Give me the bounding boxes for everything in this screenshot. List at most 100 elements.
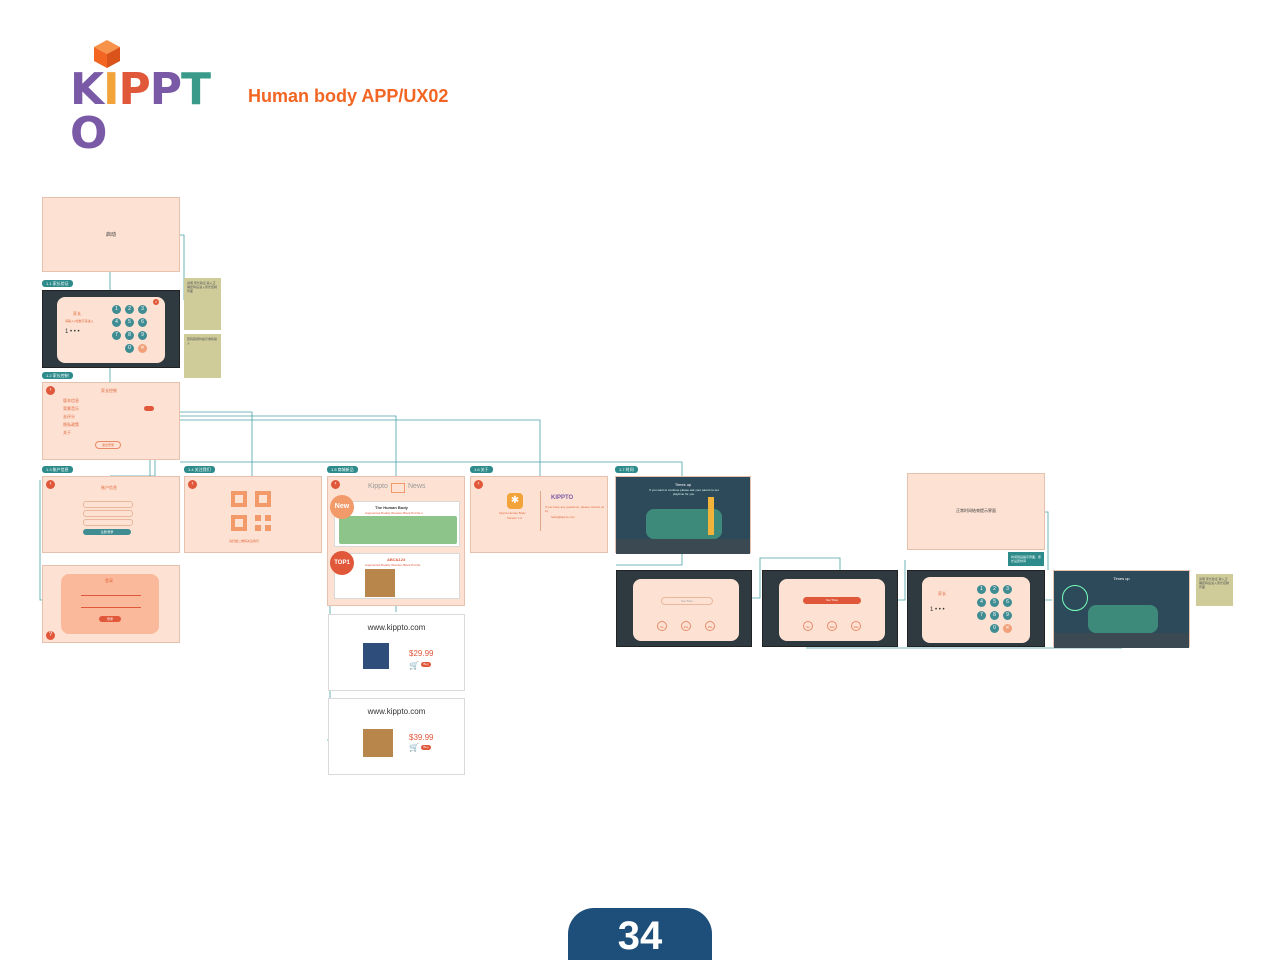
settings-row[interactable]: 版本信息 [63, 398, 79, 403]
giraffe-illustration [708, 497, 714, 535]
app-version: Version 1.0 [507, 516, 523, 520]
product-card-new[interactable]: The Human Body Augmented Reality Wooden … [334, 501, 460, 547]
news-icon [391, 483, 405, 493]
cart-icon[interactable]: 🛒 [409, 661, 419, 670]
time-option[interactable]: 10s [827, 621, 837, 631]
key-1[interactable]: 1 [977, 585, 986, 594]
key-5[interactable]: 5 [125, 318, 134, 327]
set-timer-screen: Set Time 5s 10s 15s [616, 570, 752, 647]
product-image [363, 729, 393, 757]
login-modal: 登录 登录 [61, 574, 159, 634]
buy-button[interactable]: Buy [421, 662, 431, 667]
logo-letter: T [180, 64, 211, 115]
settings-row[interactable]: 关于 [63, 430, 71, 435]
settings-row[interactable]: 背景音乐 [63, 406, 79, 411]
back-icon[interactable]: ‹ [474, 480, 483, 489]
floor [1054, 633, 1189, 648]
key-4[interactable]: 4 [977, 598, 986, 607]
input-field[interactable] [83, 510, 133, 517]
product-price: $29.99 [409, 649, 434, 658]
page-title: Human body APP/UX02 [248, 86, 449, 106]
key-4[interactable]: 4 [112, 318, 121, 327]
key-2[interactable]: 2 [990, 585, 999, 594]
login-screen: 登录 登录 ? [42, 565, 180, 643]
logout-button[interactable]: 退出登录 [95, 441, 121, 449]
back-icon[interactable]: ‹ [46, 480, 55, 489]
key-0[interactable]: 0 [990, 624, 999, 633]
buy-button[interactable]: Buy [421, 745, 431, 750]
key-delete[interactable]: ✕ [138, 344, 147, 353]
key-2[interactable]: 2 [125, 305, 134, 314]
back-icon[interactable]: ‹ [331, 480, 340, 489]
input-field[interactable] [83, 519, 133, 526]
password-code: 1 • • • [65, 329, 80, 335]
qr-caption: 请扫描二维码关注我们 [229, 539, 260, 543]
help-icon[interactable]: ? [46, 631, 55, 640]
flow-tag: 1.4 关注我们 [184, 466, 215, 473]
key-6[interactable]: 6 [1003, 598, 1012, 607]
app-name: Kippto Human Body [499, 511, 526, 515]
login-field[interactable] [81, 590, 141, 596]
follow-us-screen: ‹ 请扫描二维码关注我们 [184, 476, 322, 553]
timer-modal: Set Time 5s 10s 15s [633, 579, 739, 641]
password-subtitle: 请输入4位数字来进入 [65, 319, 94, 323]
divider [540, 491, 541, 531]
floor [616, 539, 750, 554]
back-icon[interactable]: ‹ [188, 480, 197, 489]
set-time-field[interactable]: Set Time [661, 597, 713, 605]
input-field[interactable] [83, 501, 133, 508]
time-option[interactable]: 5s [657, 621, 667, 631]
annotation-note: 密码错误时提示重新输入 [184, 334, 221, 378]
register-button[interactable]: 注册/登录 [83, 529, 131, 535]
annotation-note: 时间到后提示界面，家长设置时间 [1008, 552, 1044, 566]
flow-tag: 1.7 时间 [615, 466, 638, 473]
settings-row[interactable]: 去评分 [63, 414, 75, 419]
book1-subtitle: Augmented Reality Wooden Block Puzzle 1 [365, 511, 423, 515]
product-image [363, 643, 389, 669]
key-5[interactable]: 5 [990, 598, 999, 607]
key-3[interactable]: 3 [1003, 585, 1012, 594]
key-7[interactable]: 7 [112, 331, 121, 340]
key-8[interactable]: 8 [990, 611, 999, 620]
about-screen: ‹ ✱ Kippto Human Body Version 1.0 KIPPTO… [470, 476, 608, 553]
key-8[interactable]: 8 [125, 331, 134, 340]
product-card-top[interactable]: ABC&123 Augmented Reality Wooden Block P… [334, 553, 460, 599]
times-up-title: Times up [674, 482, 692, 487]
close-icon[interactable]: × [153, 299, 159, 305]
back-icon[interactable]: ‹ [46, 386, 55, 395]
web-page-1: www.kippto.com $29.99 🛒 Buy [328, 614, 465, 691]
key-3[interactable]: 3 [138, 305, 147, 314]
cube-icon [94, 40, 120, 68]
key-1[interactable]: 1 [112, 305, 121, 314]
time-option[interactable]: 5s [803, 621, 813, 631]
time-option[interactable]: 10s [681, 621, 691, 631]
settings-row[interactable]: 隐私政策 [63, 422, 79, 427]
contact-email[interactable]: hello@kippto.com [551, 515, 575, 519]
key-6[interactable]: 6 [138, 318, 147, 327]
times-up-screen-2: Times up [1053, 570, 1190, 648]
toggle-switch[interactable] [144, 406, 154, 411]
splash-label: 启动 [105, 232, 116, 238]
key-9[interactable]: 9 [138, 331, 147, 340]
time-option[interactable]: 15s [851, 621, 861, 631]
book2-title: ABC&123 [387, 557, 406, 562]
news-header-right: News [408, 483, 426, 490]
flow-tag: 1.6 关于 [470, 466, 493, 473]
login-button[interactable]: 登录 [99, 616, 121, 622]
logo-letter: P [149, 64, 182, 115]
product-price: $39.99 [409, 733, 434, 742]
key-0[interactable]: 0 [125, 344, 134, 353]
cart-icon[interactable]: 🛒 [409, 743, 419, 752]
logo-letter: K [70, 64, 104, 115]
login-field[interactable] [81, 602, 141, 608]
logo-letter: O [70, 108, 107, 159]
password-code: 1 • • • [930, 607, 945, 613]
set-timer-active-screen: Set Time 5s 10s 15s [762, 570, 898, 647]
logo-letter: P [118, 64, 150, 115]
key-7[interactable]: 7 [977, 611, 986, 620]
key-9[interactable]: 9 [1003, 611, 1012, 620]
set-time-field-active[interactable]: Set Time [803, 597, 861, 604]
parent-password-screen: 家长 请输入4位数字来进入 1 • • • 1 2 3 4 5 6 7 8 9 … [42, 290, 180, 368]
key-delete[interactable]: ✕ [1003, 624, 1012, 633]
time-option[interactable]: 15s [705, 621, 715, 631]
